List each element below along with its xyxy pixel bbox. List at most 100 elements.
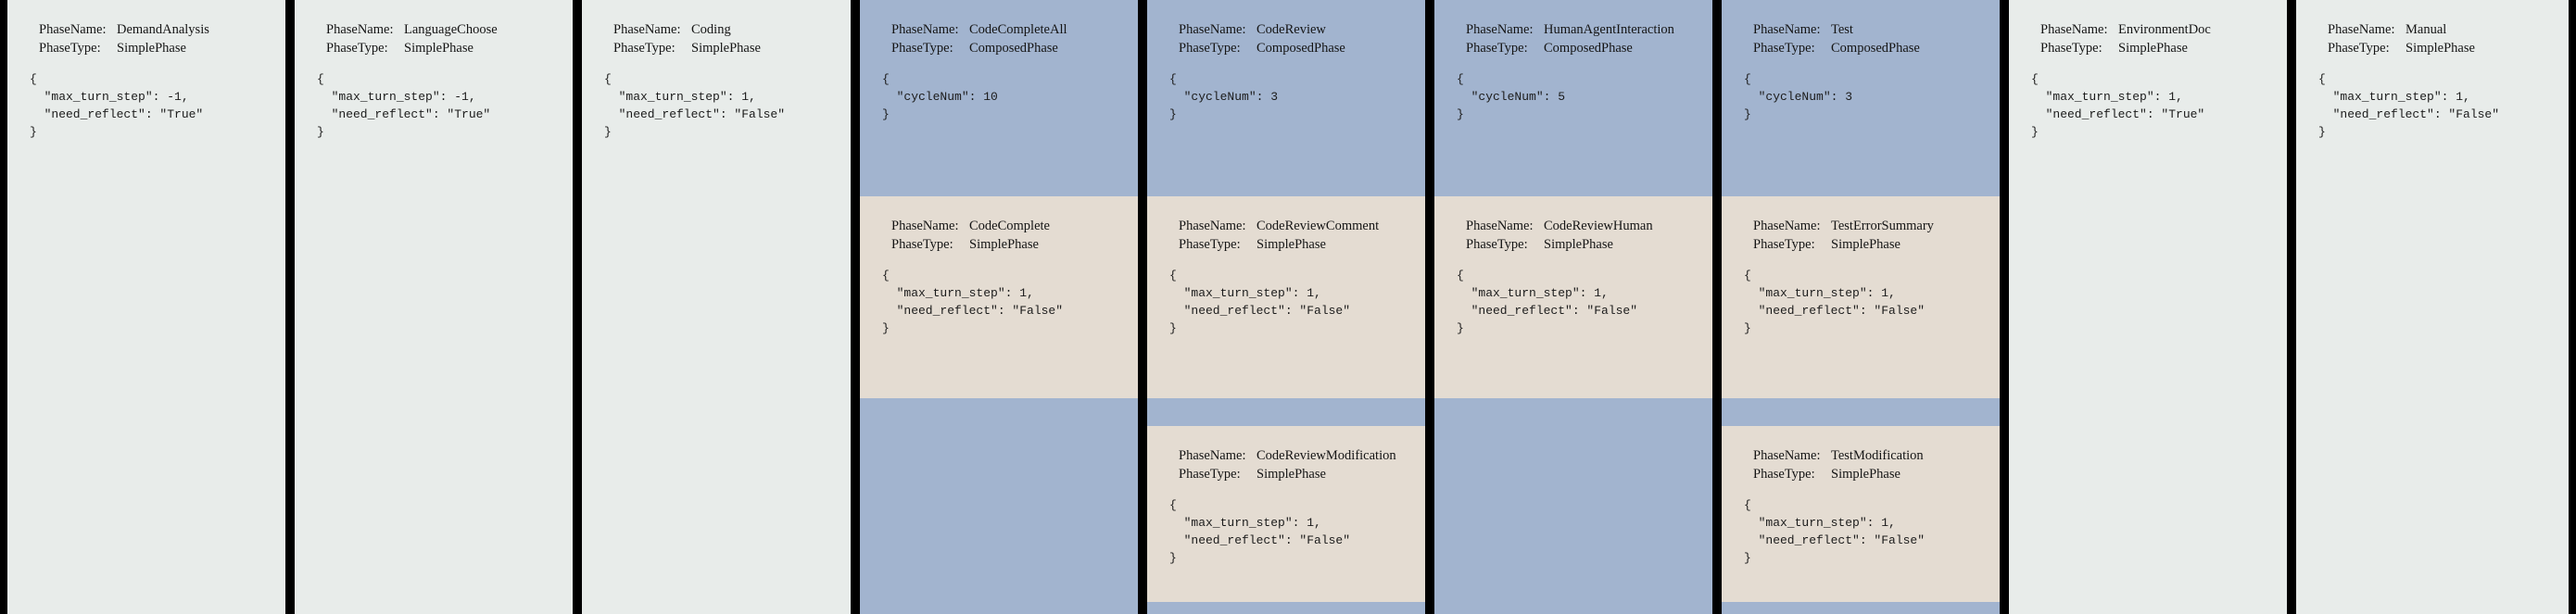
phase-name-label: PhaseName:: [1753, 448, 1821, 463]
panel-filler: [2296, 141, 2569, 614]
phase-type-label: PhaseType:: [613, 41, 676, 56]
phase-type-row: PhaseType:SimplePhase: [1722, 465, 2000, 483]
phase-name-label: PhaseName:: [2328, 22, 2395, 37]
phase-type-row: PhaseType: SimplePhase: [7, 39, 285, 57]
phase-name-value: CodeReviewModification: [1256, 448, 1396, 463]
phase-config-json: { "cycleNum": 3 }: [1744, 72, 1853, 121]
phase-name-value: Coding: [691, 22, 731, 37]
composed-phase-tail: [1722, 602, 2000, 614]
panel-divider: [1712, 0, 1722, 614]
phase-name-value: DemandAnalysis: [117, 22, 209, 37]
phase-name-row: PhaseName: CodeReview: [1147, 20, 1425, 39]
panel-filler: [295, 141, 573, 614]
phase-name-value: CodeReviewHuman: [1544, 219, 1653, 233]
phase-name-row: PhaseName: LanguageChoose: [295, 20, 573, 39]
phase-name-row: PhaseName: Manual: [2296, 20, 2569, 39]
phase-name-label: PhaseName:: [326, 22, 394, 37]
phase-type-value: SimplePhase: [2118, 41, 2188, 56]
phase-name-value: EnvironmentDoc: [2118, 22, 2211, 37]
phase-name-row: PhaseName:Coding: [582, 20, 851, 39]
phase-type-value: SimplePhase: [969, 237, 1039, 252]
composed-phase-tail: [860, 398, 1138, 614]
panel-divider: [2569, 0, 2576, 614]
phase-type-label: PhaseType:: [2040, 41, 2102, 56]
phase-type-row: PhaseType:SimplePhase: [295, 39, 573, 57]
panel-filler: [2009, 141, 2287, 614]
phase-config-json: { "cycleNum": 10 }: [882, 72, 998, 121]
phase-type-row: PhaseType:ComposedPhase: [860, 39, 1138, 57]
phase-type-value: SimplePhase: [117, 41, 186, 56]
panel-divider: [851, 0, 860, 614]
phase-type-row: PhaseType:SimplePhase: [2296, 39, 2569, 57]
phase-name-value: TestErrorSummary: [1831, 219, 1934, 233]
phase-type-row: PhaseType:ComposedPhase: [1434, 39, 1712, 57]
phase-name-row: PhaseName:CodeComplete: [860, 217, 1138, 235]
phase-name-row: PhaseName:CodeReviewComment: [1147, 217, 1425, 235]
phase-type-value: SimplePhase: [1256, 467, 1326, 482]
phase-name-value: TestModification: [1831, 448, 1924, 463]
phase-type-value: SimplePhase: [1831, 237, 1900, 252]
phase-name-label: PhaseName:: [891, 219, 959, 233]
phase-type-label: PhaseType:: [1466, 237, 1528, 252]
phase-type-label: PhaseType:: [891, 41, 953, 56]
phase-type-value: ComposedPhase: [1256, 41, 1345, 56]
panel-divider: [1425, 0, 1434, 614]
phase-config-json: { "max_turn_step": -1, "need_reflect": "…: [317, 72, 491, 139]
panel-filler: [582, 141, 851, 614]
composed-phase-tail: [1147, 602, 1425, 614]
phase-config-json: { "max_turn_step": 1, "need_reflect": "F…: [1457, 269, 1638, 335]
phase-type-label: PhaseType:: [2328, 41, 2390, 56]
phase-config-json: { "cycleNum": 3 }: [1169, 72, 1279, 121]
phase-name-label: PhaseName:: [891, 22, 959, 37]
phase-name-value: HumanAgentInteraction: [1544, 22, 1674, 37]
phase-name-value: CodeReviewComment: [1256, 219, 1380, 233]
phase-name-value: Test: [1831, 22, 1853, 37]
phase-name-value: Manual: [2406, 22, 2447, 37]
phase-name-label: PhaseName:: [2040, 22, 2108, 37]
phase-name-label: PhaseName:: [1466, 22, 1534, 37]
panel-divider: [2287, 0, 2296, 614]
phase-type-label: PhaseType:: [1753, 41, 1815, 56]
phase-type-label: PhaseType:: [1179, 467, 1241, 482]
phase-name-value: CodeReview: [1256, 22, 1326, 37]
phase-name-label: PhaseName:: [1179, 22, 1246, 37]
phase-config-json: { "max_turn_step": 1, "need_reflect": "F…: [1744, 269, 1926, 335]
phase-name-value: LanguageChoose: [404, 22, 498, 37]
phase-config-json: { "max_turn_step": 1, "need_reflect": "F…: [604, 72, 786, 139]
phase-type-label: PhaseType:: [39, 41, 101, 56]
phase-type-row: PhaseType:SimplePhase: [1147, 235, 1425, 254]
phase-config-json: { "max_turn_step": 1, "need_reflect": "F…: [882, 269, 1064, 335]
composed-phase-gap: [1147, 398, 1425, 426]
phase-type-row: PhaseType:SimplePhase: [1434, 235, 1712, 254]
phase-name-row: PhaseName: EnvironmentDoc: [2009, 20, 2287, 39]
phase-name-label: PhaseName:: [1753, 219, 1821, 233]
phase-type-value: SimplePhase: [1831, 467, 1900, 482]
phase-config-json: { "max_turn_step": 1, "need_reflect": "F…: [1169, 269, 1351, 335]
panel-filler: [7, 141, 285, 614]
phase-name-row: PhaseName: HumanAgentInteraction: [1434, 20, 1712, 39]
phase-name-label: PhaseName:: [1179, 448, 1246, 463]
phase-type-label: PhaseType:: [326, 41, 388, 56]
phase-name-label: PhaseName:: [1466, 219, 1534, 233]
